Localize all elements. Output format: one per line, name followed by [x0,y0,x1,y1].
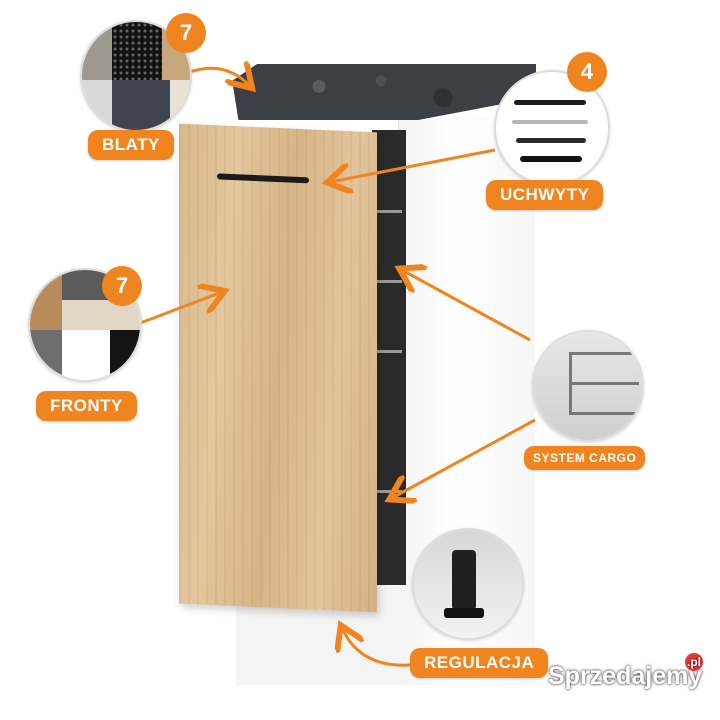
arrow-cargo-bottom [392,418,536,498]
cargo-basket-rail [376,280,402,283]
countertops-label: BLATY [88,130,174,160]
cargo-basket-rail [376,350,402,353]
countertops-count-badge: 7 [166,13,206,53]
arrow-adjustment [342,628,411,667]
adjustment-label: REGULACJA [410,648,549,678]
handles-label: UCHWYTY [486,180,604,210]
fronts-label: FRONTY [36,391,137,421]
fronts-count-badge: 7 [102,266,142,306]
adjustable-leg-photo [412,528,524,640]
arrow-countertops [189,68,250,86]
cargo-label: SYSTEM CARGO [524,446,646,470]
arrow-cargo-top [402,270,531,342]
cabinet-interior [372,130,406,585]
arrow-fronts [134,292,222,327]
cargo-basket-rail [376,210,402,213]
handles-count-badge: 4 [567,52,607,92]
cargo-system-photo [532,330,644,442]
watermark-logo: Sprzedajemy.pl [548,653,703,690]
arrow-handles [330,148,496,182]
